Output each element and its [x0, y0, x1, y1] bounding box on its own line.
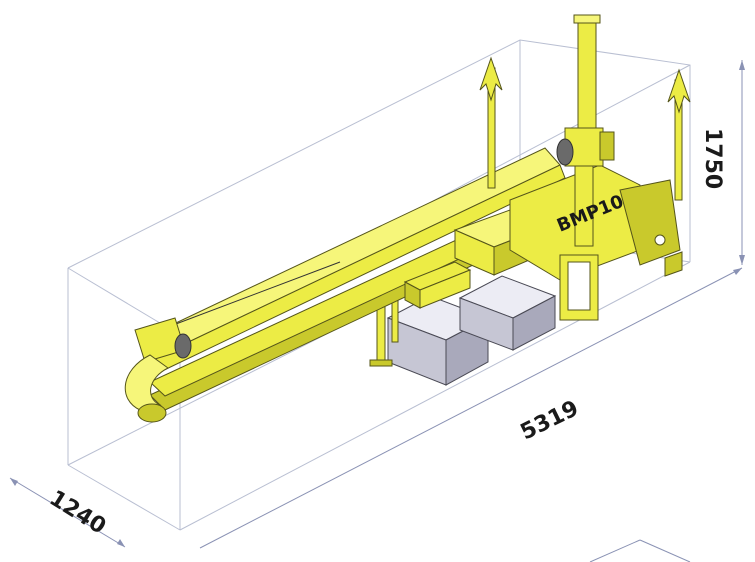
length-arrow-right: [733, 268, 742, 275]
rod-left-tip: [479, 56, 503, 102]
mast-clamp-side: [599, 131, 615, 161]
mast-lower: [574, 165, 594, 247]
width-arrow-left: [10, 478, 18, 486]
length-dim-line: [199, 267, 743, 549]
control-housing: [403, 164, 683, 309]
extra-dim-line: [589, 539, 641, 562]
frame-bottom-front: [179, 261, 691, 531]
mast-cap: [573, 14, 601, 24]
frame-bottom-left: [67, 464, 181, 531]
front-nozzle: [124, 138, 574, 423]
support-leg-foot: [369, 359, 393, 367]
boom-cable: [159, 261, 341, 331]
mast-upper: [577, 17, 597, 137]
height-arrow-top: [739, 60, 745, 70]
frame-top-back: [67, 39, 691, 269]
dimension-lines: [9, 60, 745, 562]
ballast-boxes: [386, 275, 557, 386]
nozzle-outlet: [137, 403, 167, 423]
rod-right-tip: [667, 68, 691, 114]
rear-bracket-hole: [654, 234, 666, 246]
rear-foot: [664, 251, 683, 277]
nozzle-flange: [174, 333, 192, 359]
height-arrow-bottom: [739, 255, 745, 265]
length-dimension-label: 5319: [517, 396, 583, 445]
height-dimension-label: 1750: [700, 128, 725, 189]
motor-side: [419, 269, 471, 309]
guide-rods: [479, 56, 691, 201]
mast-fork-opening: [567, 261, 591, 311]
boom-assembly: [139, 147, 591, 411]
width-arrow-right: [117, 539, 125, 547]
rear-flange: [556, 138, 574, 166]
width-dim-line: [9, 477, 126, 548]
rear-bracket: [619, 179, 681, 266]
extra-dim-line-2: [639, 539, 691, 562]
width-dimension-label: 1240: [45, 486, 110, 540]
box-right-side: [512, 295, 556, 351]
